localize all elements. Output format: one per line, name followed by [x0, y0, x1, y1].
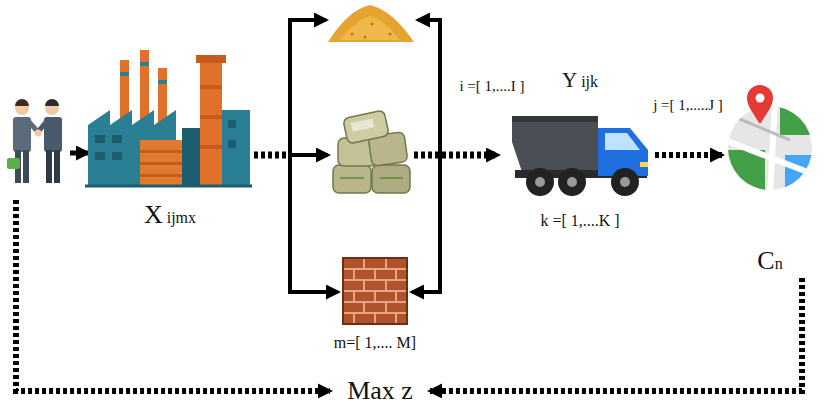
node-text: Y ijk — [562, 68, 598, 92]
dotted-arrow — [414, 152, 498, 159]
node-text: Cn — [757, 246, 782, 276]
diagram-node: X ijmx — [85, 42, 255, 232]
dotted-arrow — [254, 152, 288, 159]
diagram-node: Cn — [722, 84, 818, 278]
factory-icon — [85, 50, 252, 186]
bricks-icon — [343, 258, 407, 324]
dotted-feedback-line — [16, 200, 330, 391]
handshake-icon — [7, 99, 62, 183]
node-text: k =[ 1,....K ] — [540, 212, 619, 230]
sand-pile — [328, 5, 414, 42]
flow-connector — [430, 278, 802, 391]
edge-label: j =[ 1,.....J ] — [651, 97, 725, 114]
diagram-node: m=[ 1,.... M] — [325, 250, 425, 354]
node-text: m=[ 1,.... M] — [334, 334, 416, 352]
flow-arrow — [70, 151, 88, 156]
node-text: X ijmx — [144, 200, 196, 230]
index-label: i =[ 1,....I ] — [457, 78, 526, 95]
map-pin-icon — [725, 85, 820, 195]
node-text: Max z — [347, 376, 413, 406]
dump-truck — [512, 116, 648, 196]
diagram-node: Max z — [330, 372, 430, 410]
cement-bags — [333, 110, 410, 193]
split-bracket — [288, 18, 338, 294]
diagram-node: Y ijk k =[ 1,....K ] — [505, 66, 655, 232]
flow-connector — [655, 152, 722, 158]
